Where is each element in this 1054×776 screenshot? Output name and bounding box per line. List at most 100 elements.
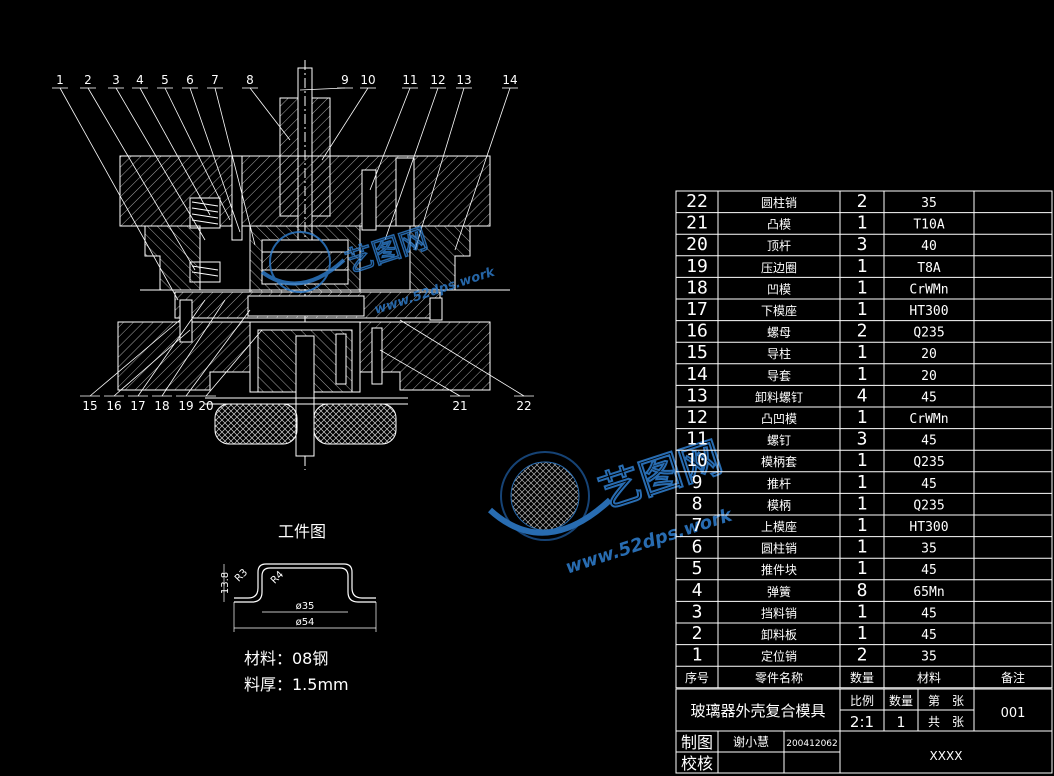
callout-16: 16 (106, 399, 121, 413)
callout-8: 8 (246, 73, 254, 87)
bom-name: 导柱 (767, 346, 791, 361)
bom-material: T10A (913, 218, 944, 233)
bom-qty: 1 (857, 537, 868, 558)
bom-qty: 1 (857, 601, 868, 622)
callout-17: 17 (130, 399, 145, 413)
bom-no: 2 (692, 623, 703, 644)
bom-no: 12 (686, 407, 708, 428)
dim-r-inner: R4 (269, 569, 286, 586)
bom-no: 10 (686, 450, 708, 471)
callout-14: 14 (502, 73, 517, 87)
bom-name: 弹簧 (767, 584, 791, 599)
callout-7: 7 (211, 73, 219, 87)
bom-name: 圆柱销 (761, 541, 797, 556)
bom-material: CrWMn (909, 412, 948, 427)
watermark-globe-logo (487, 451, 613, 541)
bom-qty: 8 (857, 580, 868, 601)
callout-11: 11 (402, 73, 417, 87)
callout-15: 15 (82, 399, 97, 413)
bom-name: 凸凹模 (761, 412, 797, 426)
bom-name: 模柄套 (761, 455, 797, 469)
bom-material: 35 (921, 542, 937, 557)
bom-name: 上模座 (761, 519, 797, 534)
checked-label: 校核 (681, 754, 713, 773)
bom-header-name: 零件名称 (755, 670, 803, 685)
bom-no: 8 (692, 493, 703, 514)
drawn-by-name: 谢小慧 (733, 734, 769, 749)
lower-cushion-left (214, 403, 298, 445)
bom-qty: 3 (857, 234, 868, 255)
bom-no: 9 (692, 472, 703, 493)
bom-material: 45 (921, 606, 937, 621)
scale-label: 比例 (850, 694, 874, 708)
bom-header-no: 序号 (685, 670, 709, 685)
qty-value: 1 (897, 715, 906, 731)
workpiece-profile (234, 563, 376, 599)
total-label: 共 张 (928, 715, 964, 729)
qty-label: 数量 (889, 693, 913, 708)
bom-material: 20 (921, 369, 937, 384)
bom-material: 45 (921, 434, 937, 449)
bom-no: 15 (686, 342, 708, 363)
bom-qty: 1 (857, 364, 868, 385)
bom-qty: 2 (857, 191, 868, 212)
bom-name: 推件块 (761, 563, 797, 577)
bom-material: Q235 (913, 326, 944, 341)
upper-guide-block (144, 225, 201, 291)
bom-qty: 1 (857, 256, 868, 277)
lower-cushion-right (313, 403, 397, 445)
bom-name: 卸料螺钉 (755, 389, 803, 404)
bom-name: 圆柱销 (761, 195, 797, 210)
drawing-number: 001 (1001, 706, 1026, 721)
bom-name: 凸模 (767, 218, 791, 232)
thickness-label: 料厚：1.5mm (244, 675, 349, 694)
bom-material: Q235 (913, 498, 944, 513)
bom-no: 16 (686, 321, 708, 342)
bom-name: 导套 (767, 369, 791, 383)
sheet-label: 第 张 (928, 694, 964, 708)
drawn-by-label: 制图 (681, 733, 713, 752)
bom-no: 4 (692, 580, 703, 601)
bom-header-qty: 数量 (850, 670, 874, 685)
bom-qty: 1 (857, 407, 868, 428)
callout-6: 6 (186, 73, 194, 87)
dim-r-outer: R3 (233, 567, 250, 584)
bom-name: 螺母 (767, 326, 791, 340)
callout-21: 21 (452, 399, 467, 413)
callout-20: 20 (198, 399, 213, 413)
bom-no: 21 (686, 213, 708, 234)
bom-material: 45 (921, 563, 937, 578)
callout-2: 2 (84, 73, 92, 87)
bom-qty: 1 (857, 515, 868, 536)
bom-no: 14 (686, 364, 708, 385)
bom-no: 22 (686, 191, 708, 212)
callout-12: 12 (430, 73, 445, 87)
callout-3: 3 (112, 73, 120, 87)
upper-die-base (119, 155, 491, 227)
bom-qty: 2 (857, 645, 868, 666)
bom-qty: 1 (857, 342, 868, 363)
bom-no: 19 (686, 256, 708, 277)
die-assembly-section (117, 60, 510, 470)
dim-inner-dia: ø35 (296, 601, 315, 612)
bom-name: 模柄 (767, 498, 791, 512)
bom-material: 35 (921, 650, 937, 665)
bom-material: 45 (921, 477, 937, 492)
bom-material: 65Mn (913, 585, 944, 600)
bom-material: Q235 (913, 455, 944, 470)
bom-qty: 1 (857, 213, 868, 234)
bom-no: 13 (686, 385, 708, 406)
bom-name: 卸料板 (761, 627, 797, 642)
bom-material: HT300 (909, 304, 948, 319)
bom-qty: 1 (857, 558, 868, 579)
workpiece-drawing: 工件图 13.8 R3 R4 ø35 ø54 材料：08钢 料厚：1.5mm (220, 522, 377, 694)
bom-no: 20 (686, 234, 708, 255)
bom-no: 1 (692, 645, 703, 666)
bom-no: 18 (686, 277, 708, 298)
bom-qty: 1 (857, 450, 868, 471)
title-block: 玻璃器外壳复合模具 比例 2:1 数量 1 第 张 共 张 001 制图 谢小慧… (675, 688, 1053, 774)
